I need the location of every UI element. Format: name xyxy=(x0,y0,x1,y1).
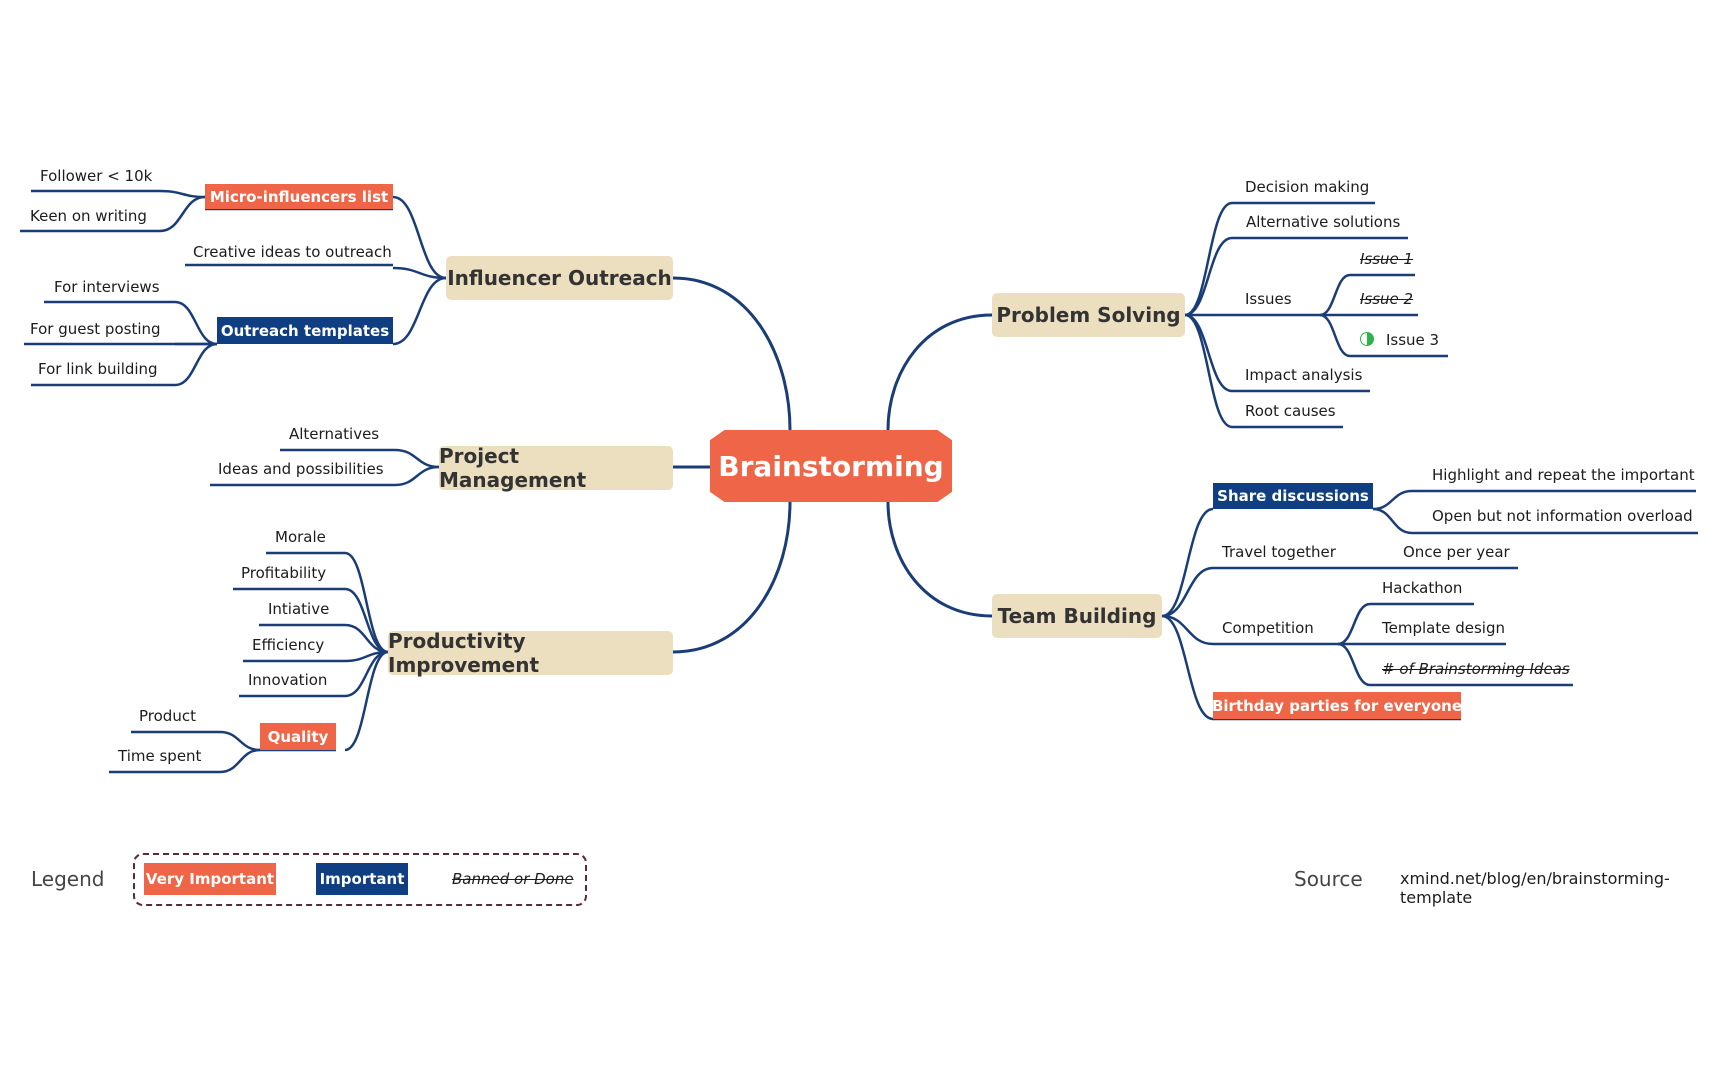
connector-line xyxy=(1372,489,1413,511)
leaf-for-guest-posting[interactable]: For guest posting xyxy=(30,320,161,338)
connector-line xyxy=(174,300,218,346)
half-progress-icon xyxy=(1360,332,1374,346)
connector-line xyxy=(159,195,206,233)
legend-banned-or-done: Banned or Done xyxy=(452,870,574,888)
leaf-profitability[interactable]: Profitability xyxy=(241,564,327,582)
connector-line xyxy=(1337,602,1371,646)
leaf-once-per-year[interactable]: Once per year xyxy=(1403,543,1510,561)
connector-line xyxy=(1319,313,1351,358)
source-url[interactable]: xmind.net/blog/en/brainstorming-template xyxy=(1400,869,1670,907)
leaf-template-design[interactable]: Template design xyxy=(1382,619,1505,637)
source-title: Source xyxy=(1294,867,1363,891)
tag-share-discussions[interactable]: Share discussions xyxy=(1213,483,1373,509)
leaf-travel-together[interactable]: Travel together xyxy=(1222,543,1336,561)
tag-micro-influencers-list[interactable]: Micro-influencers list xyxy=(205,184,393,209)
connector-line xyxy=(394,448,440,469)
leaf-creative-ideas[interactable]: Creative ideas to outreach xyxy=(193,243,392,261)
connector-line xyxy=(1337,642,1371,687)
leaf-alternatives[interactable]: Alternatives xyxy=(289,425,380,443)
connector-line xyxy=(886,313,993,431)
leaf-decision-making[interactable]: Decision making xyxy=(1245,178,1370,196)
leaf-morale[interactable]: Morale xyxy=(275,528,326,546)
connector-line xyxy=(344,650,389,752)
topic-problem-solving[interactable]: Problem Solving xyxy=(992,293,1185,337)
connector-line xyxy=(672,276,792,431)
leaf-alternative-solutions[interactable]: Alternative solutions xyxy=(1246,213,1401,231)
leaf-highlight-important[interactable]: Highlight and repeat the important xyxy=(1432,466,1695,484)
connector-line xyxy=(159,189,206,199)
legend-important: Important xyxy=(316,863,408,895)
connector-line xyxy=(672,501,792,654)
connector-line xyxy=(1372,507,1413,535)
leaf-issue-2[interactable]: Issue 2 xyxy=(1360,290,1414,308)
connector-line xyxy=(394,465,440,487)
connector-line xyxy=(1184,313,1233,429)
connector-line xyxy=(1161,614,1214,646)
leaf-efficiency[interactable]: Efficiency xyxy=(252,636,325,654)
leaf-initiative[interactable]: Intiative xyxy=(268,600,330,618)
leaf-innovation[interactable]: Innovation xyxy=(248,671,328,689)
connector-line xyxy=(1161,507,1214,618)
leaf-brainstorming-ideas-count[interactable]: # of Brainstorming Ideas xyxy=(1382,660,1570,678)
topic-influencer-outreach[interactable]: Influencer Outreach xyxy=(446,256,673,300)
tag-outreach-templates[interactable]: Outreach templates xyxy=(217,317,393,344)
central-topic[interactable]: Brainstorming xyxy=(710,430,952,502)
topic-team-building[interactable]: Team Building xyxy=(992,594,1162,638)
connector-line xyxy=(344,650,389,698)
connector-line xyxy=(1319,273,1351,317)
connector-line xyxy=(219,748,261,774)
legend-very-important: Very Important xyxy=(144,863,276,895)
leaf-follower-10k[interactable]: Follower < 10k xyxy=(40,167,153,185)
leaf-issue-1[interactable]: Issue 1 xyxy=(1360,250,1414,268)
connector-line xyxy=(1184,201,1233,317)
connector-line xyxy=(1184,236,1233,317)
leaf-root-causes[interactable]: Root causes xyxy=(1245,402,1336,420)
topic-productivity-improvement[interactable]: Productivity Improvement xyxy=(388,629,673,677)
connector-line xyxy=(392,266,447,280)
leaf-for-interviews[interactable]: For interviews xyxy=(54,278,160,296)
connector-line xyxy=(1161,614,1214,721)
connector-line xyxy=(174,342,218,387)
tag-birthday-parties[interactable]: Birthday parties for everyone xyxy=(1212,692,1462,719)
leaf-keen-on-writing[interactable]: Keen on writing xyxy=(30,207,147,225)
leaf-impact-analysis[interactable]: Impact analysis xyxy=(1245,366,1363,384)
legend-box xyxy=(133,853,587,906)
connector-line xyxy=(392,276,447,346)
topic-project-management[interactable]: Project Management xyxy=(439,444,673,492)
leaf-issue-3[interactable]: Issue 3 xyxy=(1386,331,1440,349)
leaf-hackathon[interactable]: Hackathon xyxy=(1382,579,1463,597)
leaf-open-not-overload[interactable]: Open but not information overload xyxy=(1432,507,1693,525)
connector-line xyxy=(1184,313,1233,393)
connector-line xyxy=(1161,566,1214,618)
connector-line xyxy=(886,501,993,618)
legend-title: Legend xyxy=(31,867,105,891)
leaf-ideas-and-possibilities[interactable]: Ideas and possibilities xyxy=(218,460,384,478)
connector-line xyxy=(344,551,389,654)
leaf-issues[interactable]: Issues xyxy=(1245,290,1292,308)
leaf-product[interactable]: Product xyxy=(139,707,196,725)
leaf-competition[interactable]: Competition xyxy=(1222,619,1314,637)
connector-line xyxy=(392,195,447,280)
leaf-for-link-building[interactable]: For link building xyxy=(38,360,158,378)
connector-line xyxy=(219,730,261,752)
leaf-time-spent[interactable]: Time spent xyxy=(118,747,202,765)
tag-quality[interactable]: Quality xyxy=(260,723,336,750)
